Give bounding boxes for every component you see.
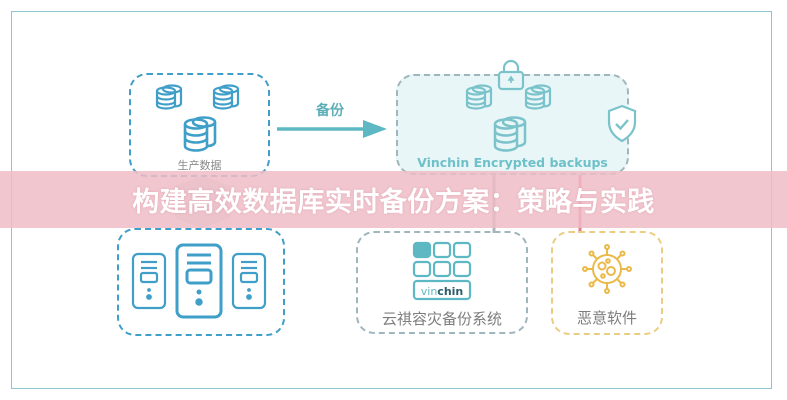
shield-check-icon <box>607 104 637 143</box>
svg-text:vinchin: vinchin <box>421 285 464 298</box>
vinchin-system-label: 云祺容灾备份系统 <box>381 310 502 328</box>
servers-box <box>117 228 285 336</box>
arrow-head-icon <box>363 120 387 138</box>
title-banner: 构建高效数据库实时备份方案：策略与实践 <box>0 171 787 228</box>
backup-arrow-label: 备份 <box>316 103 344 119</box>
encrypted-backups-label: Vinchin Encrypted backups <box>417 155 608 170</box>
encrypted-database-icons <box>465 84 552 152</box>
database-stack-icons <box>155 84 240 152</box>
database-icon <box>155 84 183 110</box>
malware-box <box>551 231 663 335</box>
database-icon <box>183 116 217 152</box>
server-icon <box>231 252 267 310</box>
vinchin-logo-text-light: vin <box>421 285 438 298</box>
backup-arrow <box>277 120 387 138</box>
database-icon <box>524 84 552 110</box>
vinchin-logo: vinchin <box>412 241 472 301</box>
vinchin-logo-text-bold: chin <box>437 285 463 298</box>
vinchin-system-box <box>356 231 528 334</box>
banner-title: 构建高效数据库实时备份方案：策略与实践 <box>132 187 655 218</box>
server-icon <box>175 243 223 319</box>
lock-icon <box>497 59 525 91</box>
virus-icon <box>582 244 632 294</box>
malware-label: 恶意软件 <box>576 309 637 327</box>
database-icon <box>212 84 240 110</box>
server-icons <box>131 243 267 319</box>
database-icon <box>465 84 493 110</box>
database-icon <box>493 116 527 152</box>
server-icon <box>131 252 167 310</box>
production-data-label: 生产数据 <box>177 159 222 172</box>
